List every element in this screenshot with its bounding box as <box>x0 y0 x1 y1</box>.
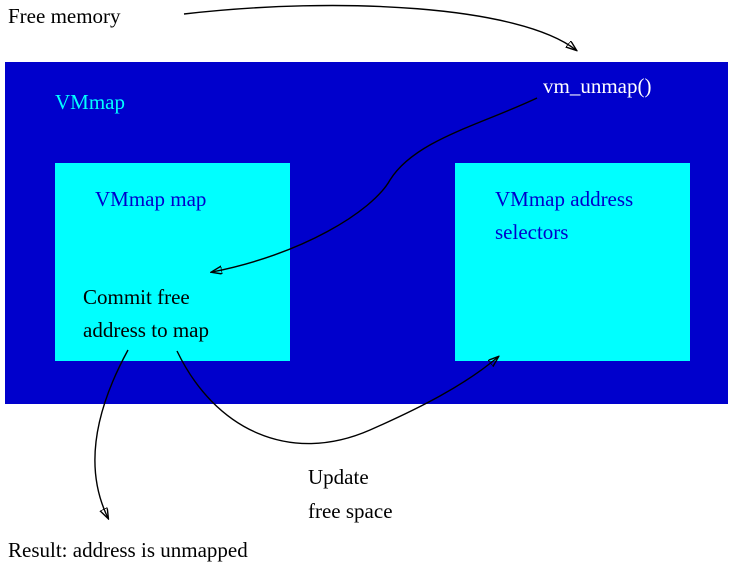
arrow-free-memory-to-vmmap <box>183 4 576 50</box>
vm-unmap-label: vm_unmap() <box>543 74 652 98</box>
result-label: Result: address is unmapped <box>8 538 248 562</box>
vmmap-map-box-title: VMmap map <box>95 187 207 211</box>
update-free-space-line1: Update <box>308 465 369 489</box>
commit-free-note-line2: address to map <box>83 318 209 342</box>
vmmap-address-selectors-title-line1: VMmap address <box>495 187 634 211</box>
vmmap-address-selectors-title: VMmap address selectors <box>495 183 633 249</box>
vmmap-container: VMmap vm_unmap() VMmap map Commit free a… <box>5 62 728 404</box>
commit-free-note: Commit free address to map <box>83 281 209 347</box>
vmmap-address-selectors-title-line2: selectors <box>495 220 569 244</box>
vmmap-map-box: VMmap map Commit free address to map <box>55 163 290 361</box>
free-memory-label: Free memory <box>8 4 121 28</box>
vmmap-address-selectors-box: VMmap address selectors <box>455 163 690 361</box>
update-free-space-label: Update free space <box>308 460 393 528</box>
update-free-space-line2: free space <box>308 499 393 523</box>
commit-free-note-line1: Commit free <box>83 285 190 309</box>
vmmap-title: VMmap <box>55 90 125 114</box>
